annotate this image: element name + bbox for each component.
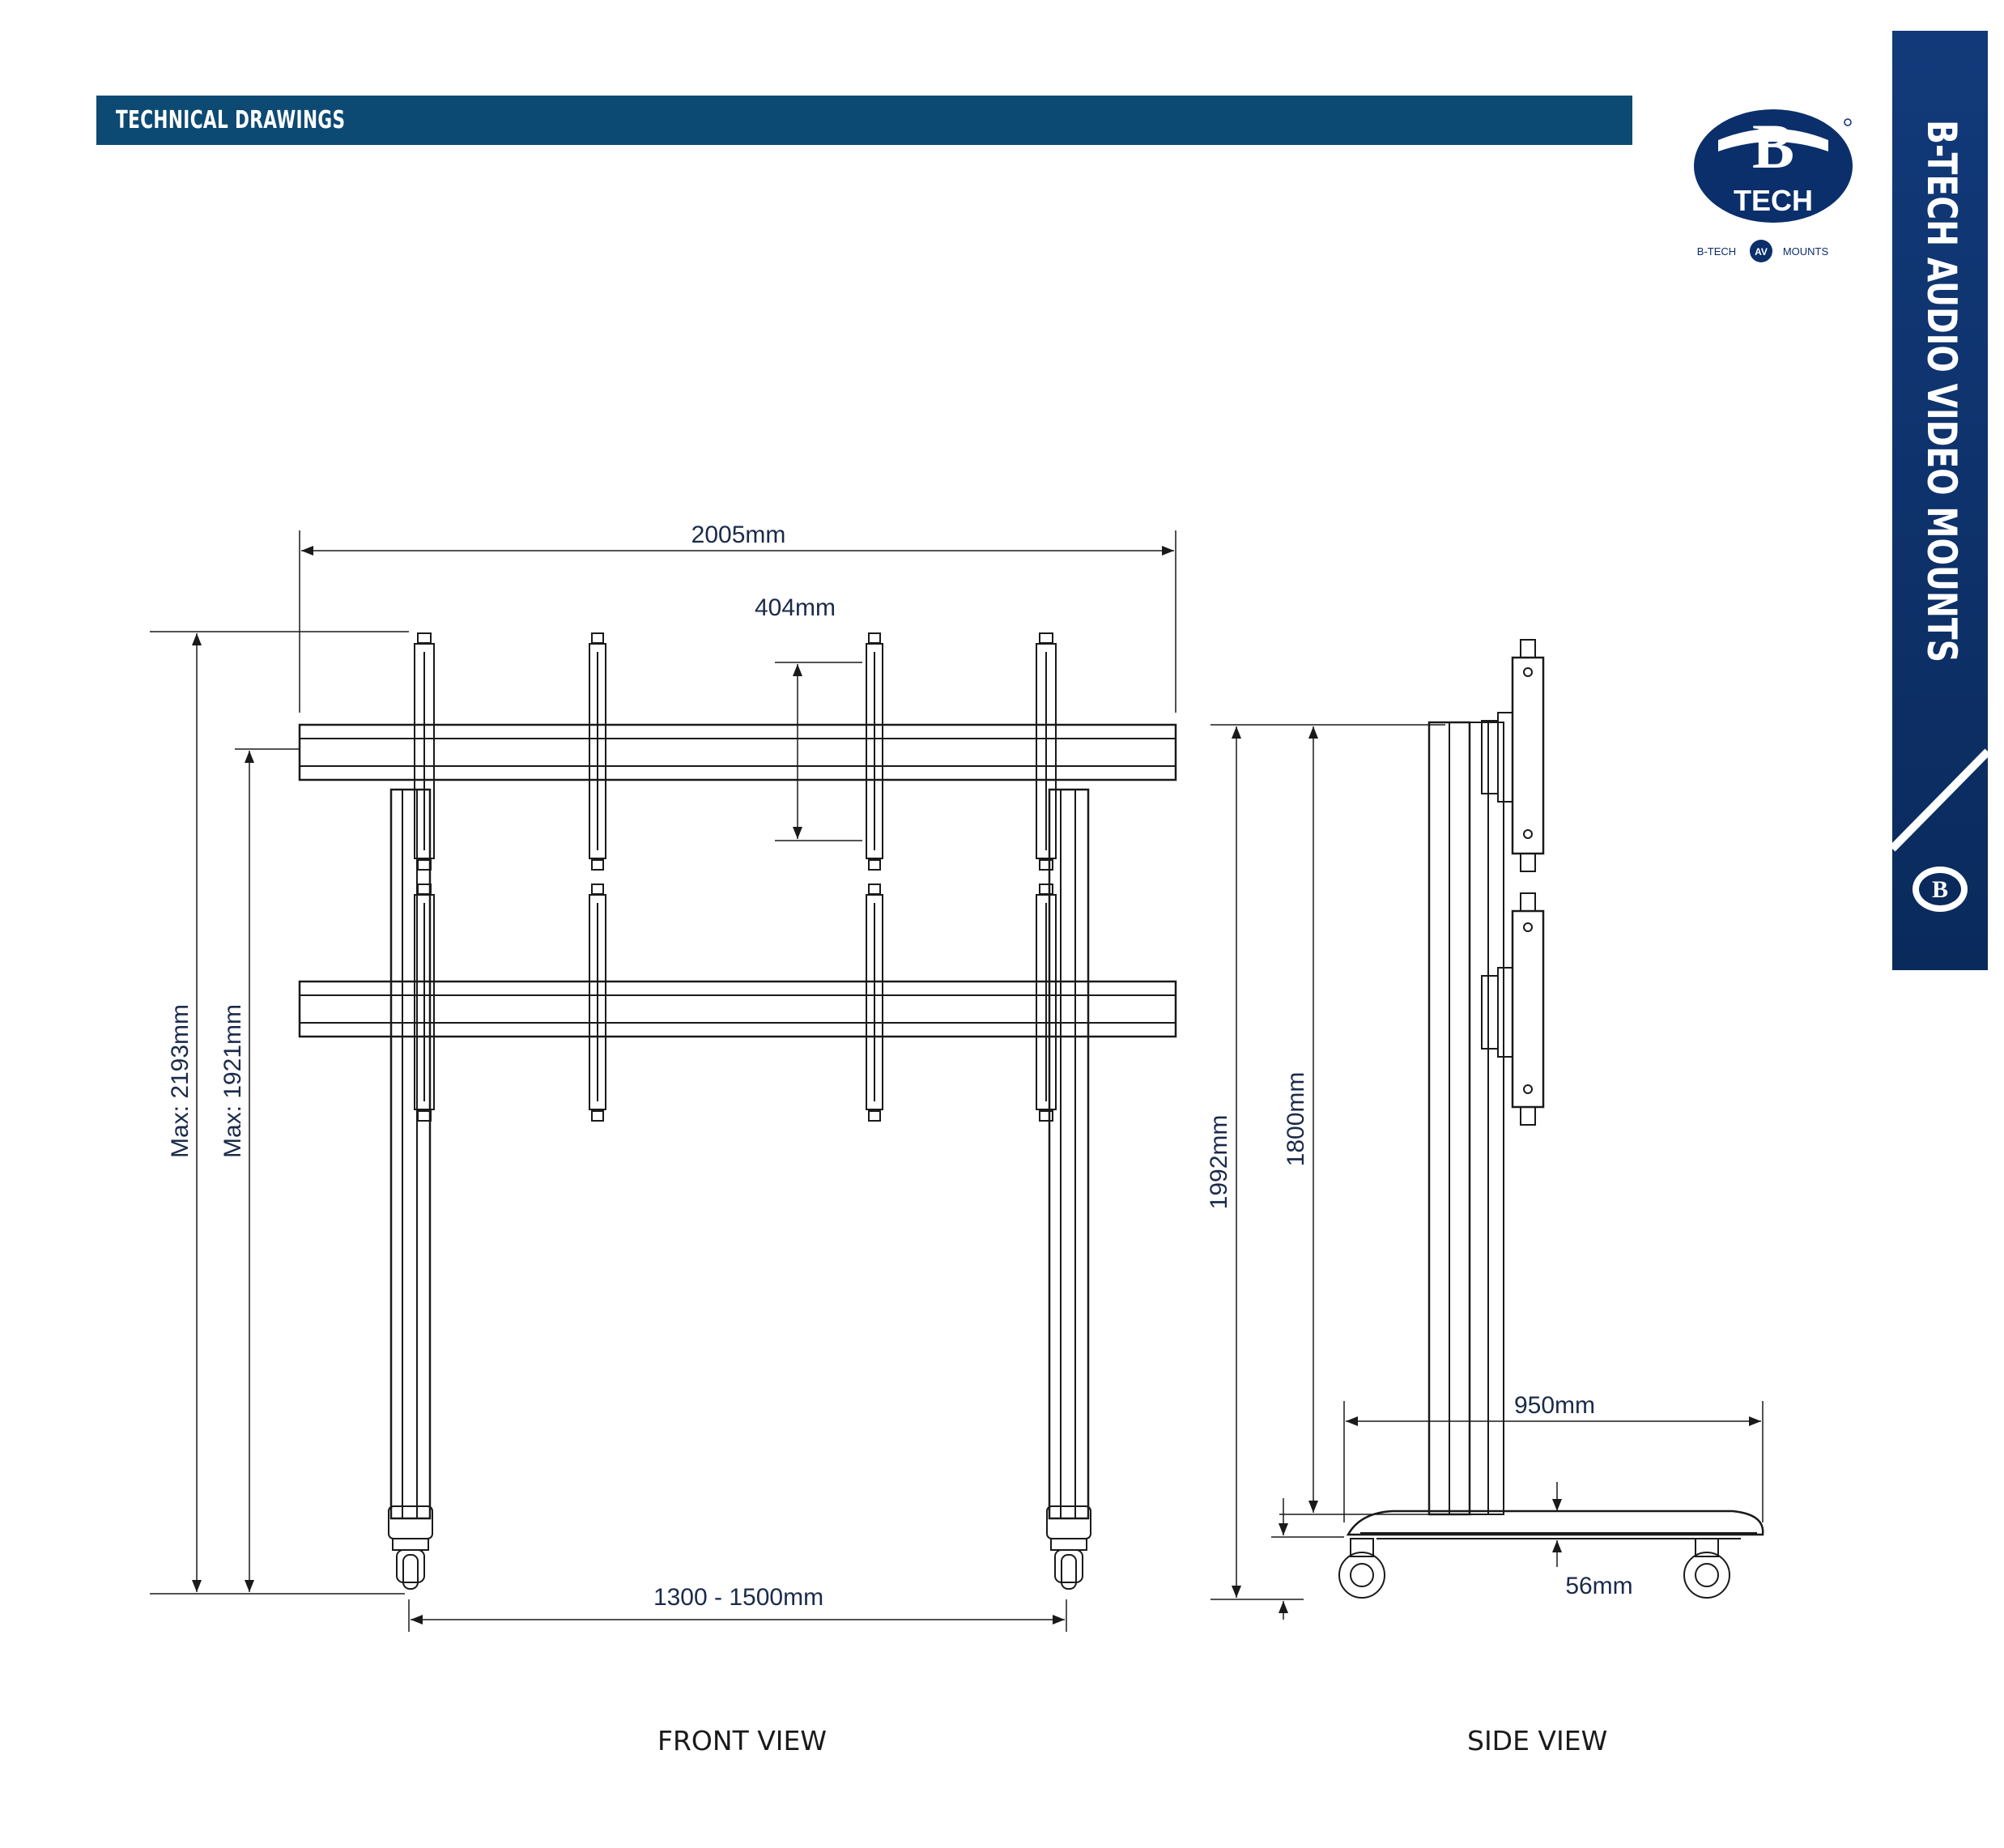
dim-ground-clearance: 56mm	[1565, 1573, 1632, 1599]
dim-overall-width: 2005mm	[691, 522, 786, 548]
dim-overall-height: 1992mm	[1206, 1115, 1232, 1210]
logo-word: TECH	[1734, 184, 1813, 217]
b-tech-logo: B TECH B-TECH AV MOUNTS	[1694, 109, 1853, 262]
side-view-label: SIDE VIEW	[1467, 1725, 1608, 1756]
logo-tagline-right: MOUNTS	[1783, 245, 1829, 258]
dim-max-overall-height: Max: 2193mm	[167, 1004, 194, 1158]
side-view-drawing	[1210, 639, 1764, 1620]
dim-column-height: 1800mm	[1283, 1072, 1309, 1167]
side-title: B-TECH AUDIO VIDEO MOUNTS	[1918, 120, 1965, 662]
logo-tagline-badge: AV	[1755, 246, 1768, 258]
dim-base-depth: 950mm	[1514, 1392, 1595, 1419]
dim-interface-spacing: 404mm	[755, 594, 836, 621]
logo-letter: B	[1752, 111, 1794, 181]
dim-max-rail-height: Max: 1921mm	[219, 1004, 246, 1158]
header-bar: TECHNICAL DRAWINGS	[96, 96, 1632, 145]
side-banner: B	[1892, 31, 1988, 970]
header-title: TECHNICAL DRAWINGS	[116, 106, 346, 134]
logo-tagline-left: B-TECH	[1697, 245, 1736, 258]
dim-leg-spacing: 1300 - 1500mm	[653, 1584, 823, 1611]
front-view-drawing	[150, 530, 1177, 1632]
banner-logo-icon: B	[1913, 867, 1968, 912]
front-view-label: FRONT VIEW	[657, 1725, 828, 1756]
svg-text:B: B	[1932, 876, 1948, 903]
side-title-text: B-TECH AUDIO VIDEO MOUNTS	[1918, 120, 1965, 662]
